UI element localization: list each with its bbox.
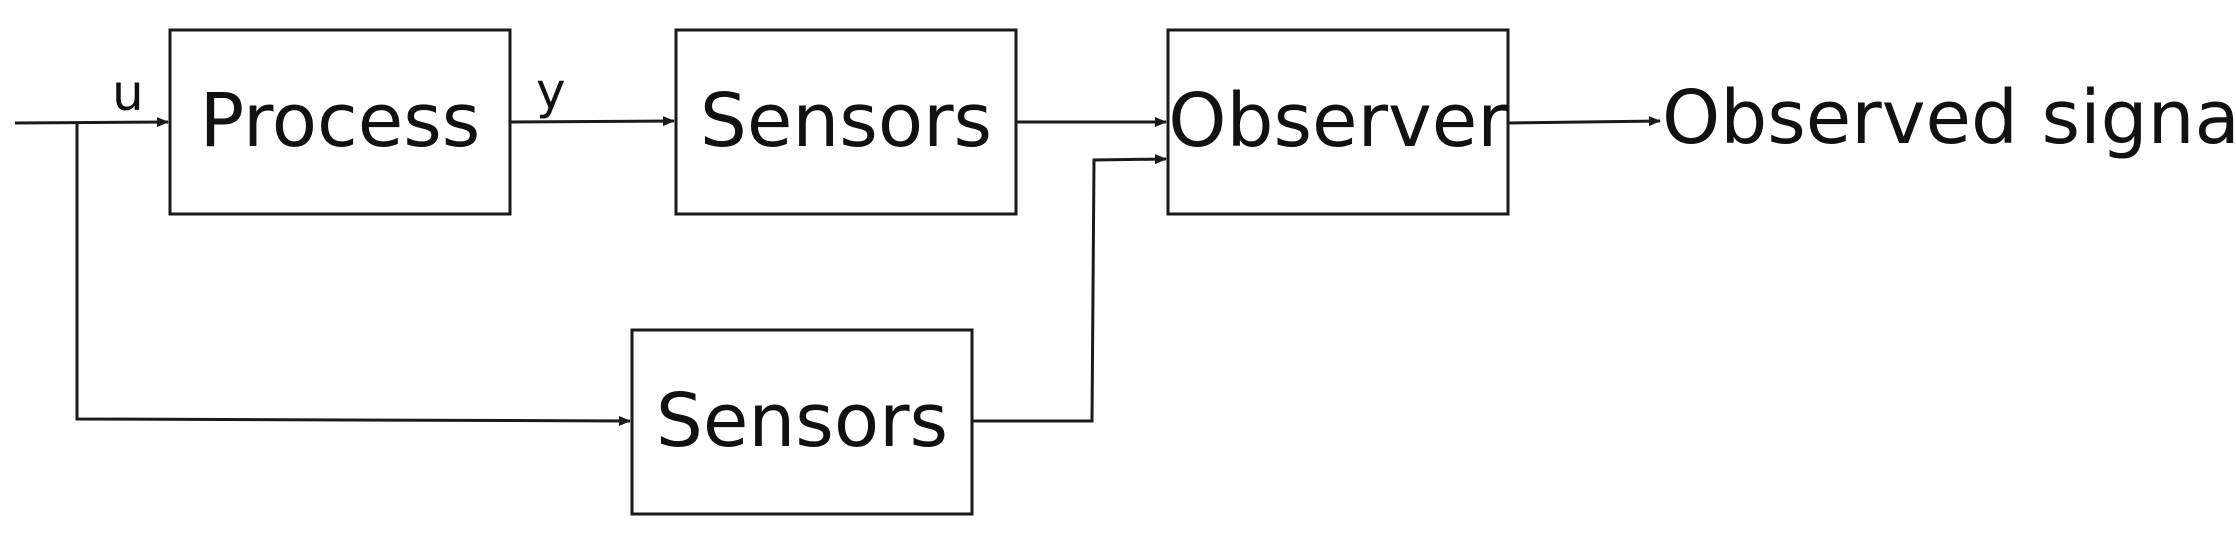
observer-block: Observer xyxy=(1166,28,1510,216)
sensors-bottom-block-box xyxy=(630,328,974,516)
process-block: Process xyxy=(168,28,512,216)
observer-to-output-arrow xyxy=(1507,116,1661,127)
observer-block-box xyxy=(1166,28,1510,216)
observed-signal-label: Observed signal xyxy=(1662,75,2236,161)
input-to-process-arrow xyxy=(14,117,169,128)
sensors-top-block-box xyxy=(674,28,1018,216)
sensors-bottom-block-label: Sensors xyxy=(656,378,948,464)
process-to-sensors-arrow xyxy=(509,116,675,127)
process-output-signal-label: y xyxy=(536,62,566,120)
process-block-box xyxy=(168,28,512,216)
input-branch-to-bottom-sensors-arrow xyxy=(75,123,631,426)
bottom-sensors-to-observer-arrow xyxy=(972,154,1167,423)
sensors-top-block-label: Sensors xyxy=(700,78,992,164)
sensors-top-block: Sensors xyxy=(674,28,1018,216)
sensors-bottom-block: Sensors xyxy=(630,328,974,516)
process-block-label: Process xyxy=(200,78,481,164)
observer-block-label: Observer xyxy=(1168,78,1508,164)
input-signal-label: u xyxy=(112,64,144,122)
